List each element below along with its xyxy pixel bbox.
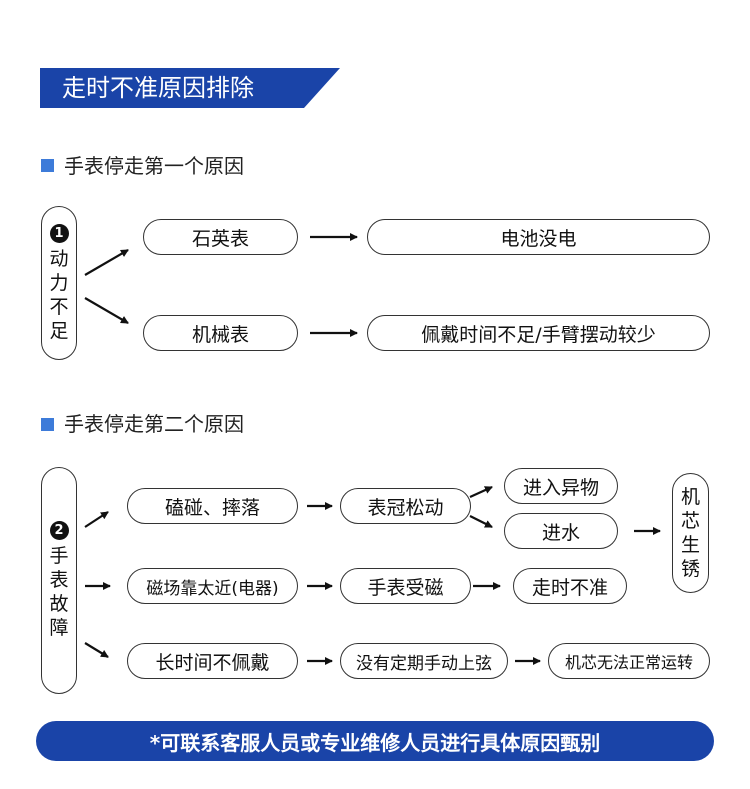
cause-number-badge: 2 xyxy=(49,521,69,540)
quartz-watch-node: 石英表 xyxy=(143,219,298,255)
final-char: 生 xyxy=(680,534,700,556)
battery-dead-node: 电池没电 xyxy=(367,219,710,255)
magnetic-field-node: 磁场靠太近(电器) xyxy=(127,568,298,604)
section-bullet-square xyxy=(41,159,54,172)
final-char: 机 xyxy=(680,486,700,508)
mechanical-watch-node: 机械表 xyxy=(143,315,298,351)
final-char: 锈 xyxy=(680,558,700,580)
section2-heading: 手表停走第二个原因 xyxy=(64,412,244,436)
arrow xyxy=(469,515,493,528)
magnetized-node: 手表受磁 xyxy=(340,568,471,604)
cause-char: 表 xyxy=(49,569,69,591)
foreign-matter-node: 进入异物 xyxy=(504,468,618,504)
impact-drop-node: 磕碰、摔落 xyxy=(127,488,298,524)
water-ingress-node: 进水 xyxy=(504,513,618,549)
cause-char: 手 xyxy=(49,545,69,567)
arrow xyxy=(469,485,493,499)
final-char: 芯 xyxy=(680,510,700,532)
no-manual-winding-node: 没有定期手动上弦 xyxy=(340,643,508,679)
cause-char: 力 xyxy=(49,271,69,294)
section-bullet-square xyxy=(41,418,54,431)
arrow xyxy=(84,297,129,324)
cause-char: 足 xyxy=(49,319,69,342)
long-unworn-node: 长时间不佩戴 xyxy=(127,643,298,679)
title-banner xyxy=(40,68,340,108)
arrow xyxy=(84,249,129,276)
cause-char: 故 xyxy=(49,593,69,615)
insufficient-wear-node: 佩戴时间不足/手臂摆动较少 xyxy=(367,315,710,351)
cause-number-badge: 1 xyxy=(49,223,69,243)
movement-rust-node: 机 芯 生 锈 xyxy=(672,473,709,593)
crown-loose-node: 表冠松动 xyxy=(340,488,471,524)
section1-heading: 手表停走第一个原因 xyxy=(64,154,244,178)
page-title: 走时不准原因排除 xyxy=(62,74,254,102)
cause-char: 障 xyxy=(49,617,69,639)
arrow xyxy=(84,642,109,658)
arrow xyxy=(84,511,109,528)
movement-failure-node: 机芯无法正常运转 xyxy=(548,643,710,679)
cause-char: 不 xyxy=(49,295,69,318)
cause-char: 动 xyxy=(49,247,69,270)
section2-cause-pill: 2 手 表 故 障 xyxy=(41,467,77,694)
inaccurate-time-node: 走时不准 xyxy=(513,568,627,604)
section1-cause-pill: 1 动 力 不 足 xyxy=(41,206,77,360)
footer-note: *可联系客服人员或专业维修人员进行具体原因甄别 xyxy=(36,721,714,761)
